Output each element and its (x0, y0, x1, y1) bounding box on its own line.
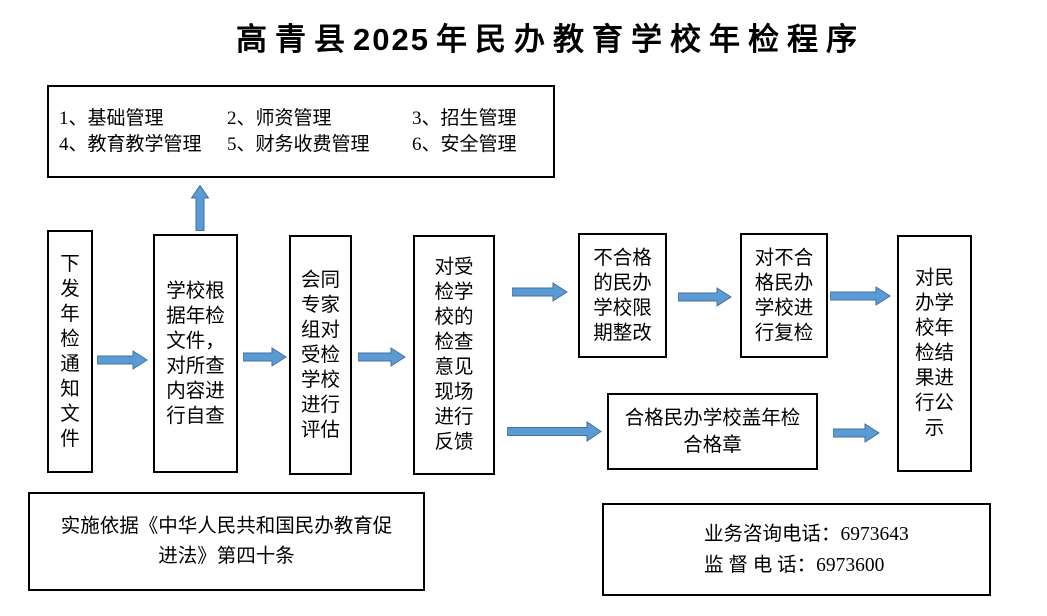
legal-basis-box: 实施依据《中华人民共和国民办教育促 进法》第四十条 (28, 492, 425, 591)
page-title-suffix: 年民办教育学校年检程序 (435, 22, 865, 57)
inspection-item-6: 6、安全管理 (412, 133, 517, 155)
arrow-right-icon (830, 286, 891, 306)
inspection-item-5: 5、财务收费管理 (227, 133, 370, 155)
inspection-item-2: 2、师资管理 (227, 107, 332, 129)
step-onsite-feedback-box: 对受 检学 校的 检查 意见 现场 进行 反馈 (413, 235, 495, 475)
flow-arrow-rectification-to-reinspection (678, 287, 732, 307)
inspection-item-3: 3、招生管理 (412, 107, 517, 129)
step-rectification-box: 不合格 的民办 学校限 期整改 (578, 233, 667, 358)
flow-arrow-feedback-to-rectification (512, 282, 568, 302)
arrow-right-icon (512, 282, 568, 302)
step-qualified-seal-box: 合格民办学校盖年检 合格章 (607, 393, 818, 470)
step-issue-notice-box: 下 发 年 检 通 知 文 件 (47, 230, 93, 473)
arrow-right-icon (507, 421, 602, 442)
arrow-up-icon (191, 185, 209, 231)
arrow-right-icon (243, 347, 287, 367)
step-publicity-box: 对民 办学 校年 检结 果进 行公 示 (897, 235, 972, 472)
flow-arrow-feedback-to-qualifiedseal (507, 421, 602, 442)
arrow-right-icon (833, 423, 880, 443)
flow-arrow-qualifiedseal-to-publicity (833, 423, 880, 443)
step-reinspection-box: 对不合 格民办 学校进 行复检 (740, 233, 828, 358)
inspection-item-4: 4、教育教学管理 (59, 133, 202, 155)
flow-arrow-selfinspection-to-evaluation (243, 347, 287, 367)
flow-arrow-evaluation-to-feedback (358, 347, 406, 367)
contact-info-box: 业务咨询电话：6973643 监 督 电 话：6973600 (602, 503, 991, 596)
step-expert-evaluation-box: 会同 专家 组对 受检 学校 进行 评估 (289, 235, 352, 475)
flow-arrow-up-to-items (191, 185, 209, 231)
page-title-year: 2025 (353, 22, 430, 57)
arrow-right-icon (358, 347, 406, 367)
inspection-items-box: 1、基础管理 2、师资管理 3、招生管理 4、教育教学管理 5、财务收费管理 6… (47, 85, 555, 178)
flow-arrow-notice-to-selfinspection (97, 350, 148, 370)
inspection-item-1: 1、基础管理 (59, 107, 164, 129)
page-title-prefix: 高青县 (236, 22, 353, 57)
arrow-right-icon (678, 287, 732, 307)
arrow-right-icon (97, 350, 148, 370)
flow-arrow-reinspection-to-publicity (830, 286, 891, 306)
step-self-inspection-box: 学校根 据年检 文件， 对所查 内容进 行自查 (153, 234, 238, 473)
